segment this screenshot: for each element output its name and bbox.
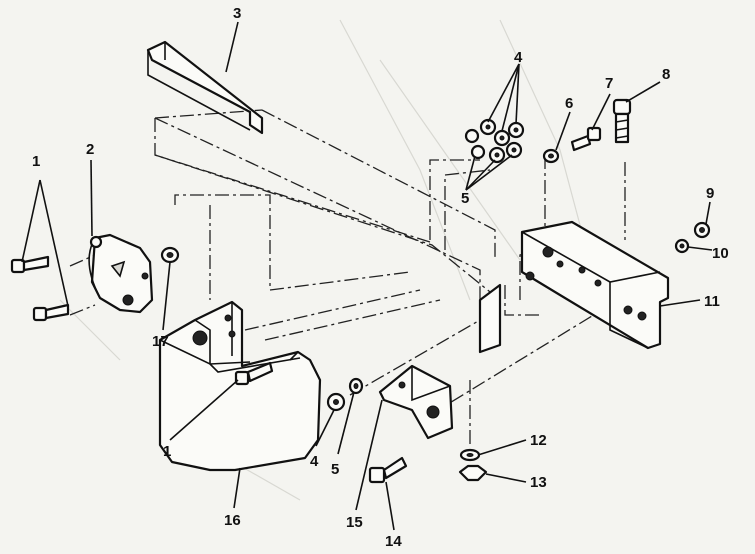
frame-member bbox=[154, 109, 496, 300]
mounting-bracket bbox=[520, 220, 670, 350]
callout-16: 16 bbox=[224, 512, 241, 529]
callout-8: 8 bbox=[662, 66, 670, 83]
washer-12 bbox=[459, 448, 481, 462]
bolt-14 bbox=[368, 456, 408, 484]
lower-guard bbox=[158, 300, 322, 472]
callout-2: 2 bbox=[86, 141, 94, 158]
nut-9 bbox=[693, 221, 711, 239]
callout-14: 14 bbox=[385, 533, 402, 550]
nut-washer-cluster bbox=[464, 118, 525, 164]
callout-13: 13 bbox=[530, 474, 547, 491]
callout-5-top: 5 bbox=[461, 190, 469, 207]
callout-9: 9 bbox=[706, 185, 714, 202]
callout-11: 11 bbox=[704, 293, 720, 310]
hook-bracket bbox=[88, 233, 154, 314]
bolt-1b bbox=[32, 303, 70, 322]
bolt-1a bbox=[10, 255, 50, 274]
callout-1-top: 1 bbox=[32, 153, 40, 170]
callout-7: 7 bbox=[605, 75, 613, 92]
callout-12: 12 bbox=[530, 432, 547, 449]
callout-17: 17 bbox=[152, 333, 169, 350]
washer-6 bbox=[542, 148, 560, 164]
callout-10: 10 bbox=[712, 245, 729, 262]
bolt-7 bbox=[570, 126, 602, 152]
nut-13 bbox=[458, 464, 488, 482]
callout-3: 3 bbox=[233, 5, 241, 22]
bolt-8 bbox=[612, 98, 632, 144]
callout-6: 6 bbox=[565, 95, 573, 112]
callout-15: 15 bbox=[346, 514, 363, 531]
leader-lines bbox=[21, 21, 713, 531]
callout-4-top: 4 bbox=[514, 49, 523, 66]
callout-1-lower: 1 bbox=[163, 443, 171, 460]
washer-10 bbox=[674, 238, 690, 254]
center-plate bbox=[478, 283, 502, 354]
small-angle-bracket bbox=[378, 364, 454, 440]
callout-5-lower: 5 bbox=[331, 461, 339, 478]
top-channel bbox=[146, 40, 264, 135]
washer-5-lower bbox=[348, 377, 364, 395]
callout-4-lower: 4 bbox=[310, 453, 319, 470]
nut-4-lower bbox=[326, 392, 346, 412]
bolt-1c bbox=[234, 361, 274, 386]
washer-17 bbox=[160, 246, 180, 264]
